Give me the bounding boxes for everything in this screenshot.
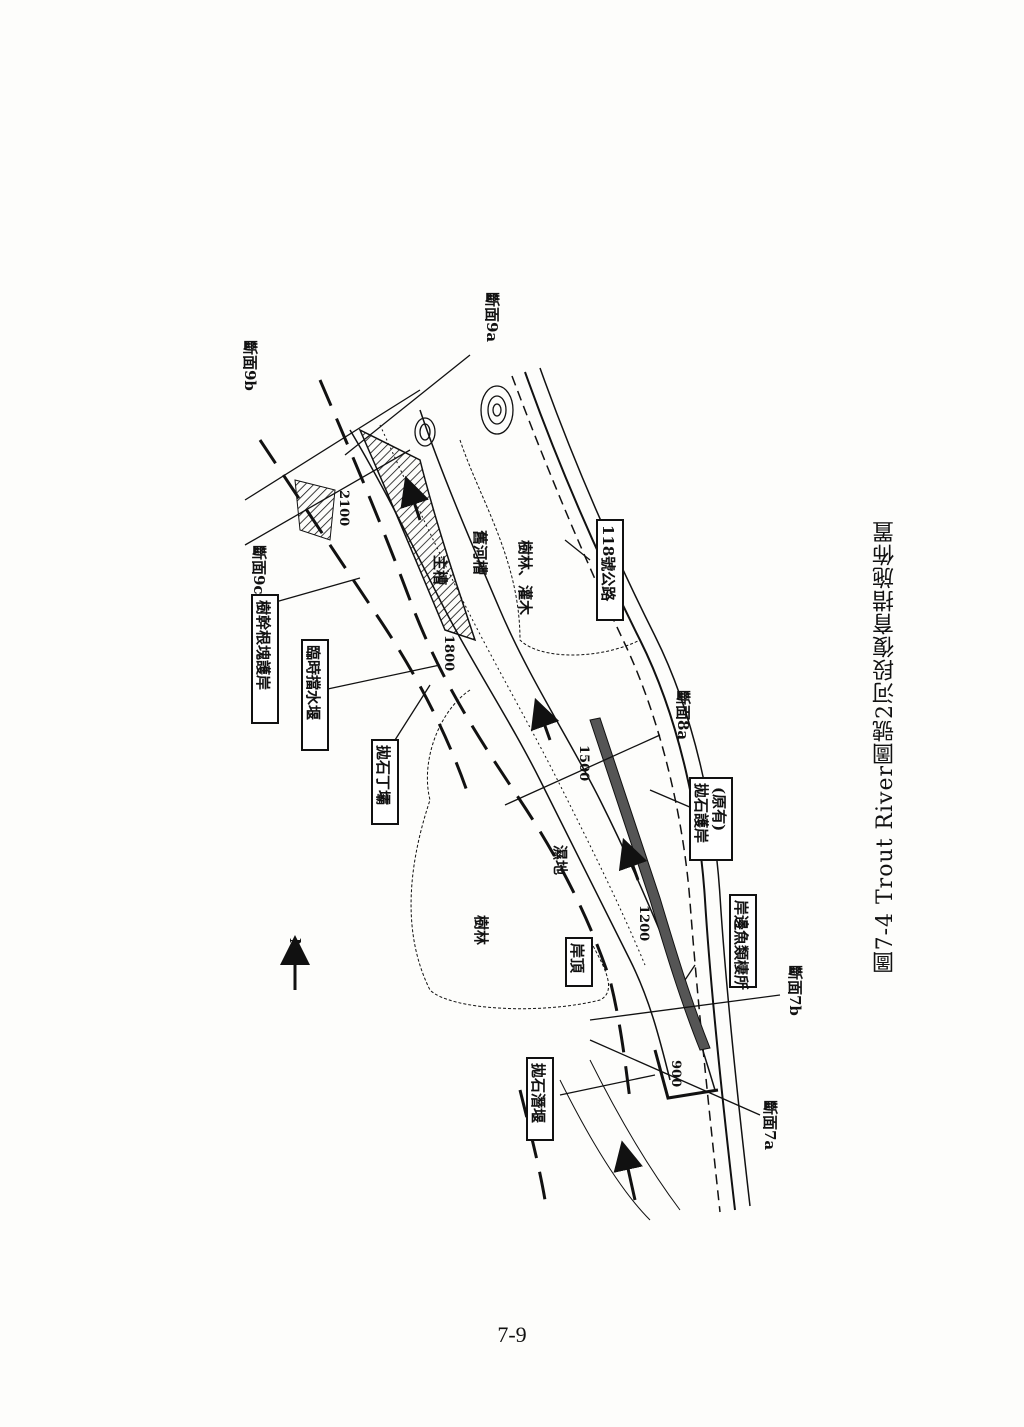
area-label-forest: 樹林	[472, 915, 490, 946]
figure-caption: 圖7-4 Trout River圖號2河段復育措施佈置	[873, 520, 898, 974]
section-label-7b: 斷面7b	[786, 965, 804, 1016]
svg-text:拋石護岸: 拋石護岸	[692, 783, 710, 843]
highway-lines	[511, 367, 751, 1213]
area-label-main-channel: 主槽	[431, 555, 449, 585]
shrub-boundary	[459, 439, 641, 656]
section-label-9a: 斷面9a	[483, 292, 501, 342]
box-fish-shelter: 岸邊魚類棲所	[729, 894, 757, 990]
area-label-old-channel: 舊河槽	[471, 530, 489, 575]
svg-text:拋石丁壩: 拋石丁壩	[374, 745, 392, 805]
section-lines	[244, 354, 781, 1116]
station-1500: 1500	[576, 745, 591, 781]
svg-text:樹幹根塊護岸: 樹幹根塊護岸	[254, 600, 272, 690]
forest-boundary	[410, 689, 610, 1010]
station-1800: 1800	[441, 635, 456, 671]
ponds	[414, 385, 514, 447]
station-2100: 2100	[336, 490, 351, 526]
section-label-7a: 斷面7a	[761, 1100, 779, 1150]
svg-text:118號公路: 118號公路	[599, 525, 617, 602]
svg-text:岸邊魚類棲所: 岸邊魚類棲所	[732, 900, 750, 990]
box-sub-weir: 拋石潛堰	[526, 1057, 554, 1141]
page-number: 7-9	[497, 1322, 527, 1347]
box-trunk-root: 樹幹根塊護岸	[251, 594, 279, 724]
flow-arrows	[400, 475, 648, 1201]
trunk-root-hatch	[294, 479, 336, 541]
section-label-9b: 斷面9b	[241, 340, 259, 391]
svg-text:臨時擋水堰: 臨時擋水堰	[304, 645, 322, 720]
box-temp-weir: 臨時擋水堰	[301, 639, 329, 751]
main-channel-hatch	[358, 428, 477, 642]
area-label-wetland: 濕地	[551, 845, 569, 875]
section-label-9c: 斷面9c	[250, 545, 268, 595]
box-rock-groin: 拋石丁壩	[371, 739, 399, 825]
area-label-forest-shrub: 樹林、灌木	[516, 540, 534, 616]
rock-revetment-strip	[589, 717, 711, 1051]
rock-weir-line	[653, 1049, 719, 1100]
box-bank-top: 岸頂	[565, 937, 593, 987]
box-highway: 118號公路	[596, 519, 624, 621]
station-900: 900	[668, 1060, 683, 1087]
section-label-8a: 斷面8a	[674, 690, 692, 740]
svg-text:岸頂: 岸頂	[568, 943, 586, 974]
box-rock-revetment: 拋石護岸 (原有)	[689, 777, 733, 861]
station-1200: 1200	[636, 905, 651, 941]
svg-text:拋石潛堰: 拋石潛堰	[529, 1063, 547, 1123]
svg-text:(原有): (原有)	[710, 787, 728, 831]
north-label: N	[286, 938, 304, 952]
